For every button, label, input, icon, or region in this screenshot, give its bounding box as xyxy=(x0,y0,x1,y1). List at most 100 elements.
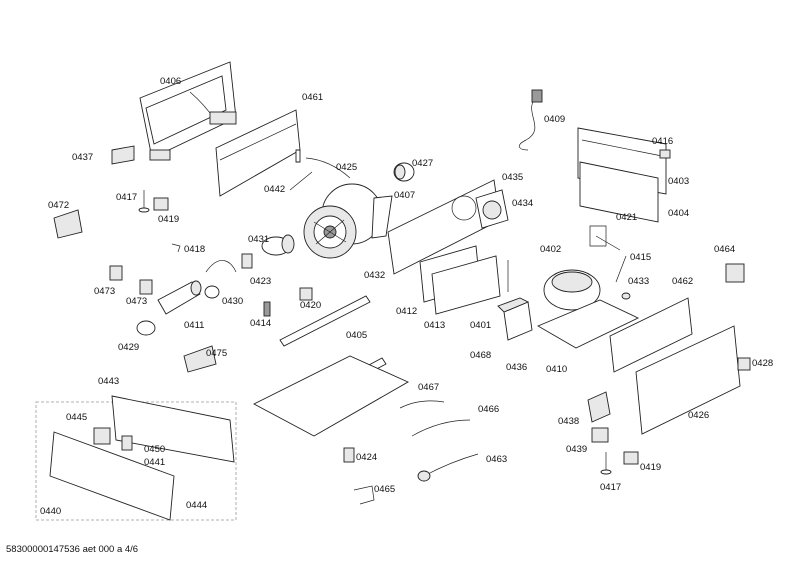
part-0418-bracket xyxy=(171,243,181,253)
part-0405-shelf xyxy=(253,355,409,437)
part-0464-box xyxy=(725,263,745,283)
part-0430-cap xyxy=(204,285,220,299)
part-label-0420: 0420 xyxy=(300,300,321,311)
part-0443-frame xyxy=(111,395,235,463)
part-label-0466: 0466 xyxy=(478,404,499,415)
part-0438-board xyxy=(587,391,611,423)
part-label-0473: 0473 xyxy=(126,296,147,307)
part-0417-screw-a xyxy=(138,190,150,213)
part-0419-clip-b xyxy=(623,451,639,465)
part-0465-bracket xyxy=(353,485,375,505)
part-label-0442: 0442 xyxy=(264,184,285,195)
part-label-0462: 0462 xyxy=(672,276,693,287)
part-0461-plate xyxy=(215,109,301,197)
part-0435-fan xyxy=(475,189,509,229)
part-0411-tube xyxy=(157,280,202,315)
part-0420-clip xyxy=(299,287,313,301)
part-label-0413: 0413 xyxy=(424,320,445,331)
part-label-0401: 0401 xyxy=(470,320,491,331)
part-label-0467: 0467 xyxy=(418,382,439,393)
part-label-0464: 0464 xyxy=(714,244,735,255)
part-label-0411: 0411 xyxy=(184,320,204,331)
part-0409-cable xyxy=(518,95,539,151)
part-label-0407: 0407 xyxy=(394,190,415,201)
part-label-0435: 0435 xyxy=(502,172,523,183)
part-0442-sensor xyxy=(289,171,313,191)
document-footer: 58300000147536 aet 000 a 4/6 xyxy=(6,544,138,555)
part-0433-grommet xyxy=(621,292,631,300)
part-label-0416: 0416 xyxy=(652,136,673,147)
part-0416-clip xyxy=(659,149,671,159)
part-label-0426: 0426 xyxy=(688,410,709,421)
part-0431-capacitor xyxy=(261,234,295,256)
part-0467-wire xyxy=(399,400,445,409)
part-label-0410: 0410 xyxy=(546,364,567,375)
part-label-0405: 0405 xyxy=(346,330,367,341)
part-0415-tube xyxy=(615,255,627,283)
part-drawings xyxy=(35,61,751,521)
part-label-0429: 0429 xyxy=(118,342,139,353)
part-label-0465: 0465 xyxy=(374,484,395,495)
part-label-0414: 0414 xyxy=(250,318,271,329)
part-0413-tray xyxy=(431,255,501,315)
part-0404-panel xyxy=(579,161,659,223)
part-label-0402: 0402 xyxy=(540,244,561,255)
part-0426-panel xyxy=(635,325,741,435)
part-0473-clip-a xyxy=(109,265,123,281)
part-label-0475: 0475 xyxy=(206,348,227,359)
part-label-0434: 0434 xyxy=(512,198,533,209)
part-0409-plug xyxy=(531,89,543,103)
part-label-0443: 0443 xyxy=(98,376,119,387)
part-label-0417: 0417 xyxy=(116,192,137,203)
part-label-0404: 0404 xyxy=(668,208,689,219)
part-0414-plug xyxy=(263,301,271,317)
part-0472-clip xyxy=(53,209,83,239)
part-label-0433: 0433 xyxy=(628,276,649,287)
part-label-0438: 0438 xyxy=(558,416,579,427)
part-label-0430: 0430 xyxy=(222,296,243,307)
part-label-0444: 0444 xyxy=(186,500,207,511)
part-0407-fan xyxy=(303,183,393,259)
part-0421-valve xyxy=(589,225,621,251)
part-label-0437: 0437 xyxy=(72,152,93,163)
part-label-0441: 0441 xyxy=(144,457,165,468)
part-0450-block xyxy=(121,435,133,451)
part-label-0463: 0463 xyxy=(486,454,507,465)
part-label-0424: 0424 xyxy=(356,452,377,463)
part-0428-clip xyxy=(737,357,751,371)
part-label-0423: 0423 xyxy=(250,276,271,287)
part-label-0439: 0439 xyxy=(566,444,587,455)
part-label-0419: 0419 xyxy=(640,462,661,473)
part-label-0415: 0415 xyxy=(630,252,651,263)
part-0427-roller xyxy=(393,162,415,182)
part-0463-plug xyxy=(417,470,431,482)
part-label-0461: 0461 xyxy=(302,92,323,103)
part-label-0417: 0417 xyxy=(600,482,621,493)
part-0466-wire xyxy=(411,419,471,437)
part-0462-panel xyxy=(609,297,693,373)
part-0419-clip-a xyxy=(153,197,169,211)
part-0444-grille xyxy=(49,431,175,521)
part-0423-relay xyxy=(241,253,253,269)
part-0410-base xyxy=(536,299,640,349)
part-0473-clip-b xyxy=(139,279,153,295)
part-label-0436: 0436 xyxy=(506,362,527,373)
part-label-0418: 0418 xyxy=(184,244,205,255)
part-label-0403: 0403 xyxy=(668,176,689,187)
part-0425-wire xyxy=(305,157,351,179)
part-0417-screw-b xyxy=(600,452,612,475)
part-0445-block xyxy=(93,427,111,445)
part-0439-block xyxy=(591,427,609,443)
part-label-0440: 0440 xyxy=(40,506,61,517)
part-label-0473: 0473 xyxy=(94,286,115,297)
part-label-0412: 0412 xyxy=(396,306,417,317)
part-label-0431: 0431 xyxy=(248,234,269,245)
part-label-0406: 0406 xyxy=(160,76,181,87)
part-0429-knob xyxy=(136,320,156,336)
part-label-0409: 0409 xyxy=(544,114,565,125)
part-0468-box xyxy=(497,297,533,341)
part-0424-clip xyxy=(343,447,355,463)
part-0437-bracket xyxy=(111,145,135,165)
